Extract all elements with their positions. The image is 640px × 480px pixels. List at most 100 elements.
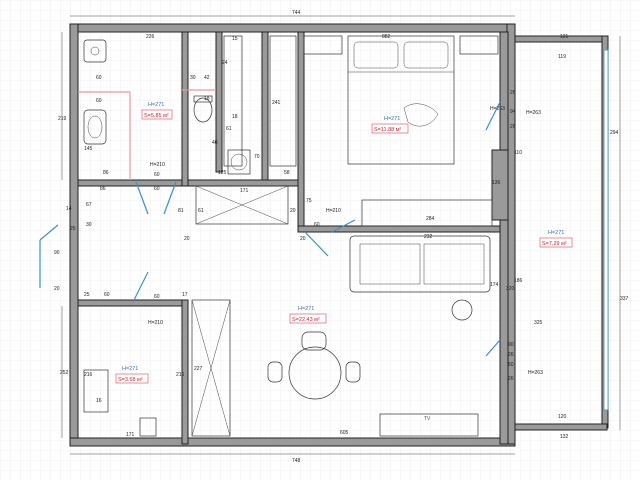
- dim-balcony-90: 90: [508, 342, 514, 348]
- room-label-bathroom: H=271 S=5.85 м²: [141, 102, 173, 120]
- room-height: H=271: [122, 366, 138, 372]
- room-label-living: H=271 S=22.43 м²: [289, 306, 327, 324]
- dim-hall-17: 17: [182, 292, 188, 298]
- dim-hall-h210: H=210: [326, 208, 341, 214]
- dim-balcony-h263a: H=263: [528, 370, 543, 376]
- room-height: H=271: [384, 116, 400, 122]
- dim-balcony-120: 120: [558, 414, 567, 420]
- dim-hall-30: 30: [86, 222, 92, 228]
- dim-entry-25: 25: [70, 226, 76, 232]
- dim-balcony-132: 132: [560, 434, 569, 440]
- dim-hall-60a: 60: [154, 172, 160, 178]
- dim-storage-252: 252: [60, 370, 69, 376]
- dim-hall-60e: 60: [154, 294, 160, 300]
- dim-hall-20a: 20: [184, 236, 190, 242]
- dim-balcony-110: 110: [514, 150, 522, 156]
- dim-wardrobe-241: 241: [272, 100, 281, 106]
- room-label-balcony: H=271 S=7.29 м²: [539, 230, 573, 248]
- dim-storage-171: 171: [126, 432, 135, 438]
- dim-bath-18b: 18: [232, 114, 238, 120]
- dim-balcony-50: 50: [508, 362, 514, 368]
- hall-wardrobe: [195, 185, 289, 225]
- dim-hall-86: 86: [100, 186, 106, 192]
- dim-bedroom-width: 882: [382, 34, 391, 40]
- dim-bath-width: 226: [146, 34, 155, 40]
- living-furniture: [191, 235, 491, 437]
- room-height: H=271: [298, 306, 314, 312]
- dim-bath-24: 24: [222, 60, 228, 66]
- dim-bath-left-height: 219: [58, 116, 67, 122]
- dim-bath-125: 125: [218, 170, 227, 176]
- dim-bedroom-284: 284: [426, 216, 435, 222]
- dim-entry-90: 90: [54, 250, 60, 256]
- room-area: S=7.29 м²: [542, 241, 567, 247]
- dim-balcony-337: 337: [620, 296, 629, 302]
- dim-bath-42: 42: [204, 75, 210, 81]
- room-area: S=11.88 м²: [374, 127, 402, 133]
- room-label-bedroom: H=271 S=11.88 м²: [371, 116, 409, 134]
- dim-wardrobe-136: 136: [492, 180, 501, 186]
- dim-wardrobe-58: 58: [284, 170, 290, 176]
- tv-label: TV: [424, 416, 431, 422]
- dim-balcony-h263b: H=263: [526, 110, 541, 116]
- dim-hall-20b: 20: [300, 236, 306, 242]
- dim-hall-25: 25: [84, 292, 90, 298]
- dim-door-h210-top: H=210: [150, 162, 165, 168]
- room-area: S=3.68 м²: [118, 377, 143, 383]
- storage-closet: [83, 369, 157, 437]
- dim-hall-20c: 20: [290, 208, 296, 214]
- dim-balcony-26d: 26: [508, 376, 514, 382]
- dim-bath-15a: 15: [232, 36, 238, 42]
- bathroom-fixtures: [83, 35, 297, 175]
- dim-storage-216b: 216: [176, 372, 185, 378]
- bedroom-furniture: [303, 35, 499, 227]
- dim-hall-60c: 60: [314, 222, 320, 228]
- dim-bath-18: 18: [204, 96, 210, 102]
- dim-bath-145: 145: [84, 146, 93, 152]
- dim-balcony-325: 325: [534, 320, 543, 326]
- dim-hall-61: 61: [198, 208, 204, 214]
- room-height: H=271: [148, 102, 164, 108]
- dim-living-605: 605: [340, 430, 349, 436]
- dim-hall-171: 171: [240, 188, 249, 194]
- dim-balcony-294: 294: [610, 130, 619, 136]
- dim-top-total: 744: [292, 10, 301, 16]
- dim-balcony-top2: 119: [558, 54, 566, 60]
- dim-hall-14: 14: [66, 206, 72, 212]
- dim-balcony-26a: 26: [510, 90, 516, 96]
- dim-hall-h210b: H=210: [148, 320, 163, 326]
- dim-balcony-26c: 26: [508, 352, 514, 358]
- dim-bath-30: 30: [190, 75, 196, 81]
- dim-living-232: 232: [424, 234, 433, 240]
- dim-living-174: 174: [490, 282, 499, 288]
- interior-walls: [77, 31, 509, 445]
- room-area: S=22.43 м²: [292, 317, 320, 323]
- dim-bottom-total: 748: [292, 458, 301, 464]
- dim-hall-60d: 60: [104, 292, 110, 298]
- dim-hall-67: 67: [86, 202, 92, 208]
- dim-bedroom-h263: H=263: [490, 106, 505, 112]
- dim-storage-16: 16: [96, 398, 102, 404]
- dim-bath-61: 61: [226, 126, 232, 132]
- room-area: S=5.85 м²: [144, 113, 169, 119]
- windows: [603, 49, 609, 411]
- dim-balcony-26b: 26: [510, 124, 516, 130]
- dim-living-227: 227: [194, 366, 203, 372]
- dim-bath-40: 40: [212, 140, 218, 146]
- dim-balcony-94: 94: [510, 109, 516, 115]
- dim-hall-60b: 60: [154, 186, 160, 192]
- dim-entry-20: 20: [54, 286, 60, 292]
- dim-hall-75: 75: [306, 198, 312, 204]
- dim-bath-86: 86: [103, 170, 109, 176]
- dim-bath-70: 70: [254, 154, 260, 160]
- room-label-storage: H=271 S=3.68 м²: [115, 366, 149, 384]
- dim-storage-216: 216: [84, 372, 93, 378]
- room-height: H=271: [548, 230, 564, 236]
- dim-hall-81: 81: [178, 208, 184, 214]
- dim-living-186: 186: [514, 278, 523, 284]
- dim-bath-60b: 60: [96, 98, 102, 104]
- dim-living-320: 320: [506, 286, 515, 292]
- dim-bath-60a: 60: [96, 75, 102, 81]
